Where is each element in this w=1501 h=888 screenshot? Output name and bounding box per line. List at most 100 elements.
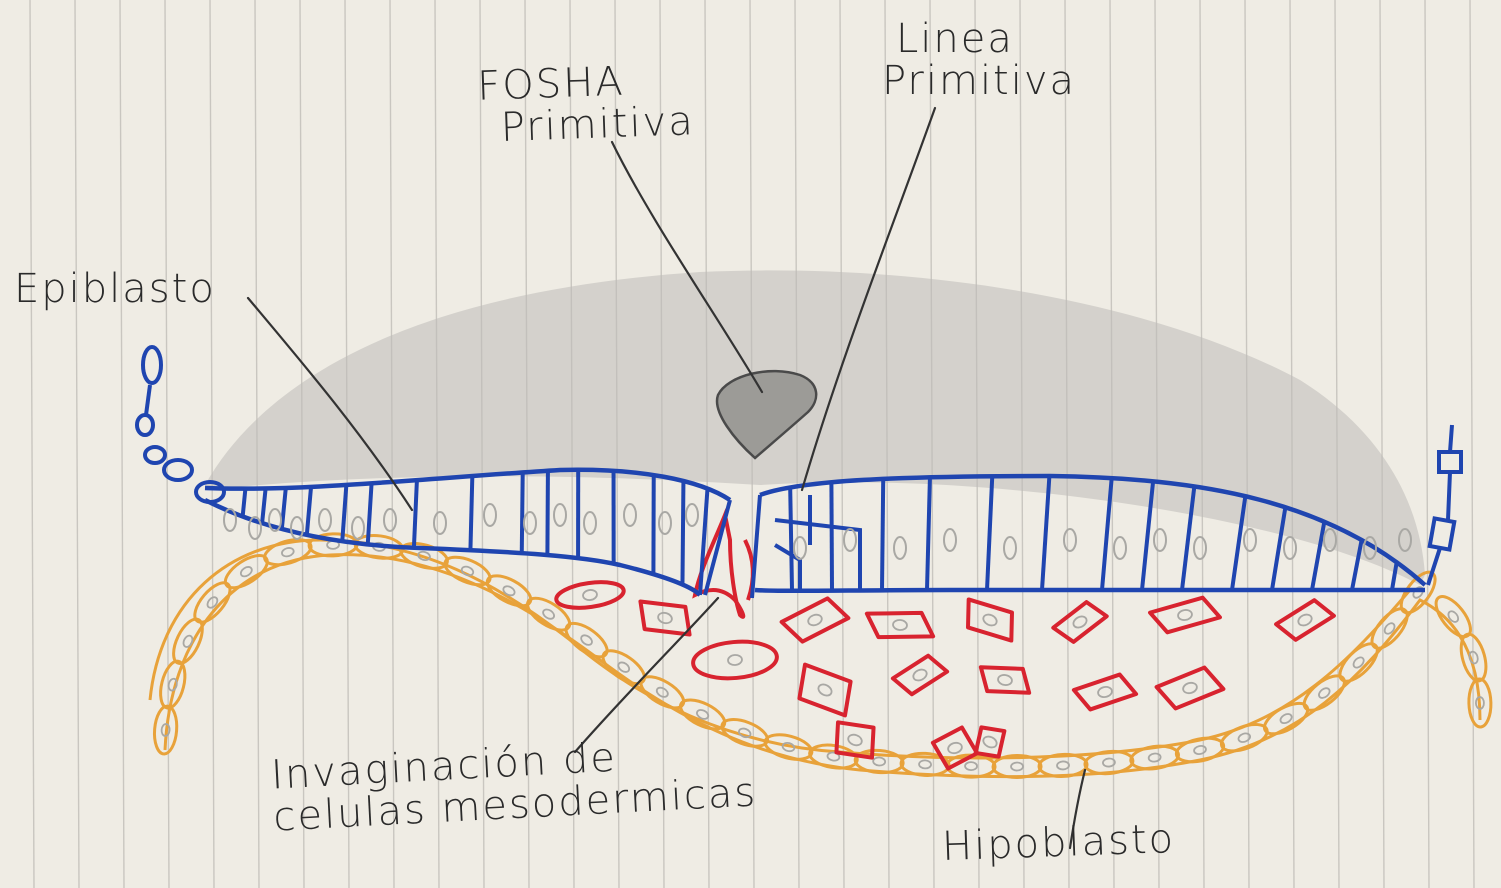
epiblast-cell-wall xyxy=(831,482,832,590)
mesoderm-nucleus xyxy=(1182,681,1198,694)
mesoderm-cell-membrane xyxy=(828,716,882,765)
mesoderm-nucleus xyxy=(657,611,673,624)
epiblast-nucleus xyxy=(524,512,536,534)
mesoderm-cell-membrane xyxy=(789,658,861,723)
epiblast-cell-wall xyxy=(307,487,311,535)
label-epiblasto-text: Epiblasto xyxy=(14,268,216,310)
hypoblast-nucleus xyxy=(873,757,886,766)
epiblast-nucleus xyxy=(1194,537,1206,559)
epiblast-nucleus xyxy=(319,509,331,531)
epiblast-cell-wall xyxy=(470,476,472,550)
mesoderm-nucleus xyxy=(1071,614,1088,630)
mesoderm-nucleus xyxy=(982,735,999,750)
mesoderm-cell-membrane xyxy=(555,578,626,611)
hypoblast-nucleus xyxy=(281,547,295,558)
hypoblast-nucleus xyxy=(182,634,194,648)
hypoblast-cell xyxy=(156,659,189,711)
epiblast-nucleus xyxy=(554,504,566,526)
mesoderm-cell-membrane xyxy=(865,608,935,642)
epiblast-cell-wall xyxy=(547,471,548,555)
hypoblast-cell-membrane xyxy=(441,552,494,591)
primitive-streak-cell xyxy=(775,545,800,590)
mesoderm-cell xyxy=(1149,595,1221,634)
epiblast-nucleus xyxy=(384,509,396,531)
epiblast-nucleus xyxy=(1284,537,1296,559)
mesoderm-cell xyxy=(634,595,696,640)
mesoderm-cell-membrane xyxy=(779,594,850,646)
epiblast-nucleus xyxy=(1154,529,1166,551)
mesoderm-cell-membrane xyxy=(931,725,979,770)
mesoderm-cell-membrane xyxy=(891,651,950,698)
epiblast-cell-wall xyxy=(987,476,992,590)
hypoblast-cell-membrane xyxy=(1366,603,1414,654)
hypoblast-cell xyxy=(1366,603,1414,654)
epiblast-cell-wall xyxy=(282,488,286,529)
hypoblast-nucleus xyxy=(1237,732,1251,744)
mesoderm-cell-membrane xyxy=(692,638,779,681)
rule-line xyxy=(30,0,34,888)
epiblast-cell-wall xyxy=(414,480,417,548)
mesoderm-cell xyxy=(828,716,882,765)
rule-line xyxy=(210,0,214,888)
mesoderm-cell xyxy=(931,725,979,770)
rule-line xyxy=(75,0,79,888)
mesoderm-nucleus xyxy=(807,613,824,627)
mesoderm-nucleus xyxy=(893,619,908,630)
epiblast-nucleus xyxy=(1004,537,1016,559)
mesoderm-cell-membrane xyxy=(1050,597,1109,647)
epiblast-nucleus xyxy=(659,512,671,534)
hypoblast-cell xyxy=(441,552,494,591)
epiblast-nucleus xyxy=(291,517,303,539)
hypoblast-nucleus xyxy=(239,565,253,578)
mesoderm-cell xyxy=(1155,664,1225,711)
hypoblast-cell-membrane xyxy=(262,535,314,570)
epiblast-nucleus xyxy=(1244,529,1256,551)
amnion-cell xyxy=(1439,452,1461,472)
amnion-cell xyxy=(137,415,153,435)
primitive-streak-cell xyxy=(705,500,730,595)
hypoblast-layer xyxy=(150,533,1491,778)
epiblast-cell-wall xyxy=(342,485,346,541)
label-hipoblasto: Hipoblasto xyxy=(941,818,1175,868)
hypoblast-nucleus xyxy=(1057,761,1069,770)
hypoblast-cell xyxy=(1129,743,1180,771)
mesoderm-cell-membrane xyxy=(977,662,1033,699)
hypoblast-cell-membrane xyxy=(1218,719,1271,756)
amnion-cell xyxy=(145,447,165,463)
mesoderm-cell xyxy=(1073,672,1138,712)
mesoderm-nucleus xyxy=(1297,613,1314,628)
label-linea-line2: Primitiva xyxy=(882,60,1076,102)
hypoblast-nucleus xyxy=(1011,762,1023,770)
epiblast-nucleus xyxy=(686,504,698,526)
epiblast-cell-wall xyxy=(700,489,708,595)
hypoblast-cell-membrane xyxy=(1129,743,1180,771)
mesoderm-cells xyxy=(555,515,1337,771)
hypoblast-nucleus xyxy=(919,760,931,769)
epiblast-nucleus xyxy=(624,504,636,526)
hypoblast-nucleus xyxy=(1411,585,1425,599)
label-linea-primitiva: Linea Primitiva xyxy=(882,18,1076,102)
hypoblast-nucleus xyxy=(460,565,474,577)
epiblast-nucleus xyxy=(1114,537,1126,559)
rule-line xyxy=(1470,0,1474,888)
mesoderm-cell-membrane xyxy=(1274,595,1337,644)
mesoderm-cell xyxy=(1050,597,1109,647)
hypoblast-cell-membrane xyxy=(1174,734,1225,765)
epiblast-nucleus xyxy=(352,517,364,539)
hypoblast-outline-inner xyxy=(150,540,1410,758)
leader-invaginacion xyxy=(575,598,718,752)
mesoderm-cell xyxy=(865,608,935,642)
mesoderm-nucleus xyxy=(982,613,999,628)
epiblast-nucleus xyxy=(794,537,806,559)
epiblast-nucleus xyxy=(894,537,906,559)
mesoderm-nucleus xyxy=(728,654,743,665)
mesoderm-nucleus xyxy=(947,741,963,754)
label-fosa-primitiva: FOSHA Primitiva xyxy=(477,58,696,149)
mesoderm-cell xyxy=(692,638,779,681)
mesoderm-nucleus xyxy=(582,589,597,601)
mesoderm-nucleus xyxy=(912,668,929,683)
mesoderm-nucleus xyxy=(997,674,1013,686)
primitive-streak-cell xyxy=(752,495,760,598)
mesoderm-cell xyxy=(891,651,950,698)
hypoblast-nucleus xyxy=(655,686,669,699)
